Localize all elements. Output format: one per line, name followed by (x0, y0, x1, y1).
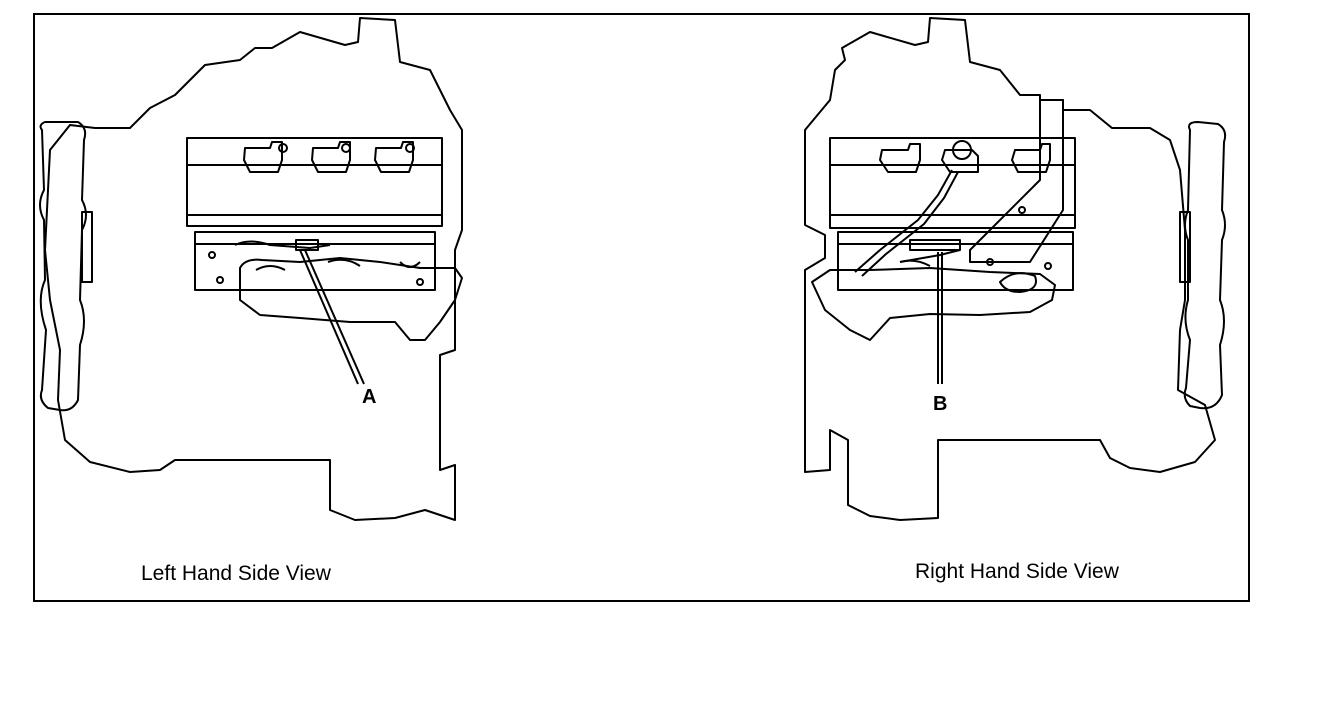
leader-line-a (304, 249, 365, 385)
right-dipstick-tube (854, 169, 953, 273)
right-valve-cover (829, 137, 1076, 229)
right-coil-1 (879, 143, 921, 173)
right-fan-hub (1179, 211, 1191, 283)
callout-b: B (933, 393, 948, 415)
right-cylinder-head (837, 231, 1074, 291)
right-bracket-plate (969, 99, 1064, 263)
left-coil-2 (311, 141, 351, 173)
left-coil-1 (243, 141, 283, 173)
right-view-caption: Right Hand Side View (915, 560, 1119, 583)
left-valve-cover (186, 137, 443, 227)
right-engine-view (804, 17, 1227, 521)
right-coil-2 (941, 149, 979, 173)
left-engine-view (39, 17, 463, 521)
right-exhaust-manifold (811, 267, 1056, 341)
left-fan-belt (39, 121, 87, 412)
left-cylinder-head (194, 231, 436, 291)
left-fan-hub (81, 211, 93, 283)
left-engine-outline (44, 17, 463, 521)
callout-a: A (362, 386, 377, 408)
right-oil-filler-cap (952, 140, 972, 160)
left-coil-3 (374, 141, 414, 173)
left-exhaust-manifold (239, 257, 463, 341)
right-fan-belt (1183, 121, 1227, 410)
diagram-frame (33, 13, 1250, 602)
right-engine-outline (804, 17, 1216, 521)
left-view-caption: Left Hand Side View (141, 562, 331, 585)
right-coil-3 (1011, 143, 1051, 173)
